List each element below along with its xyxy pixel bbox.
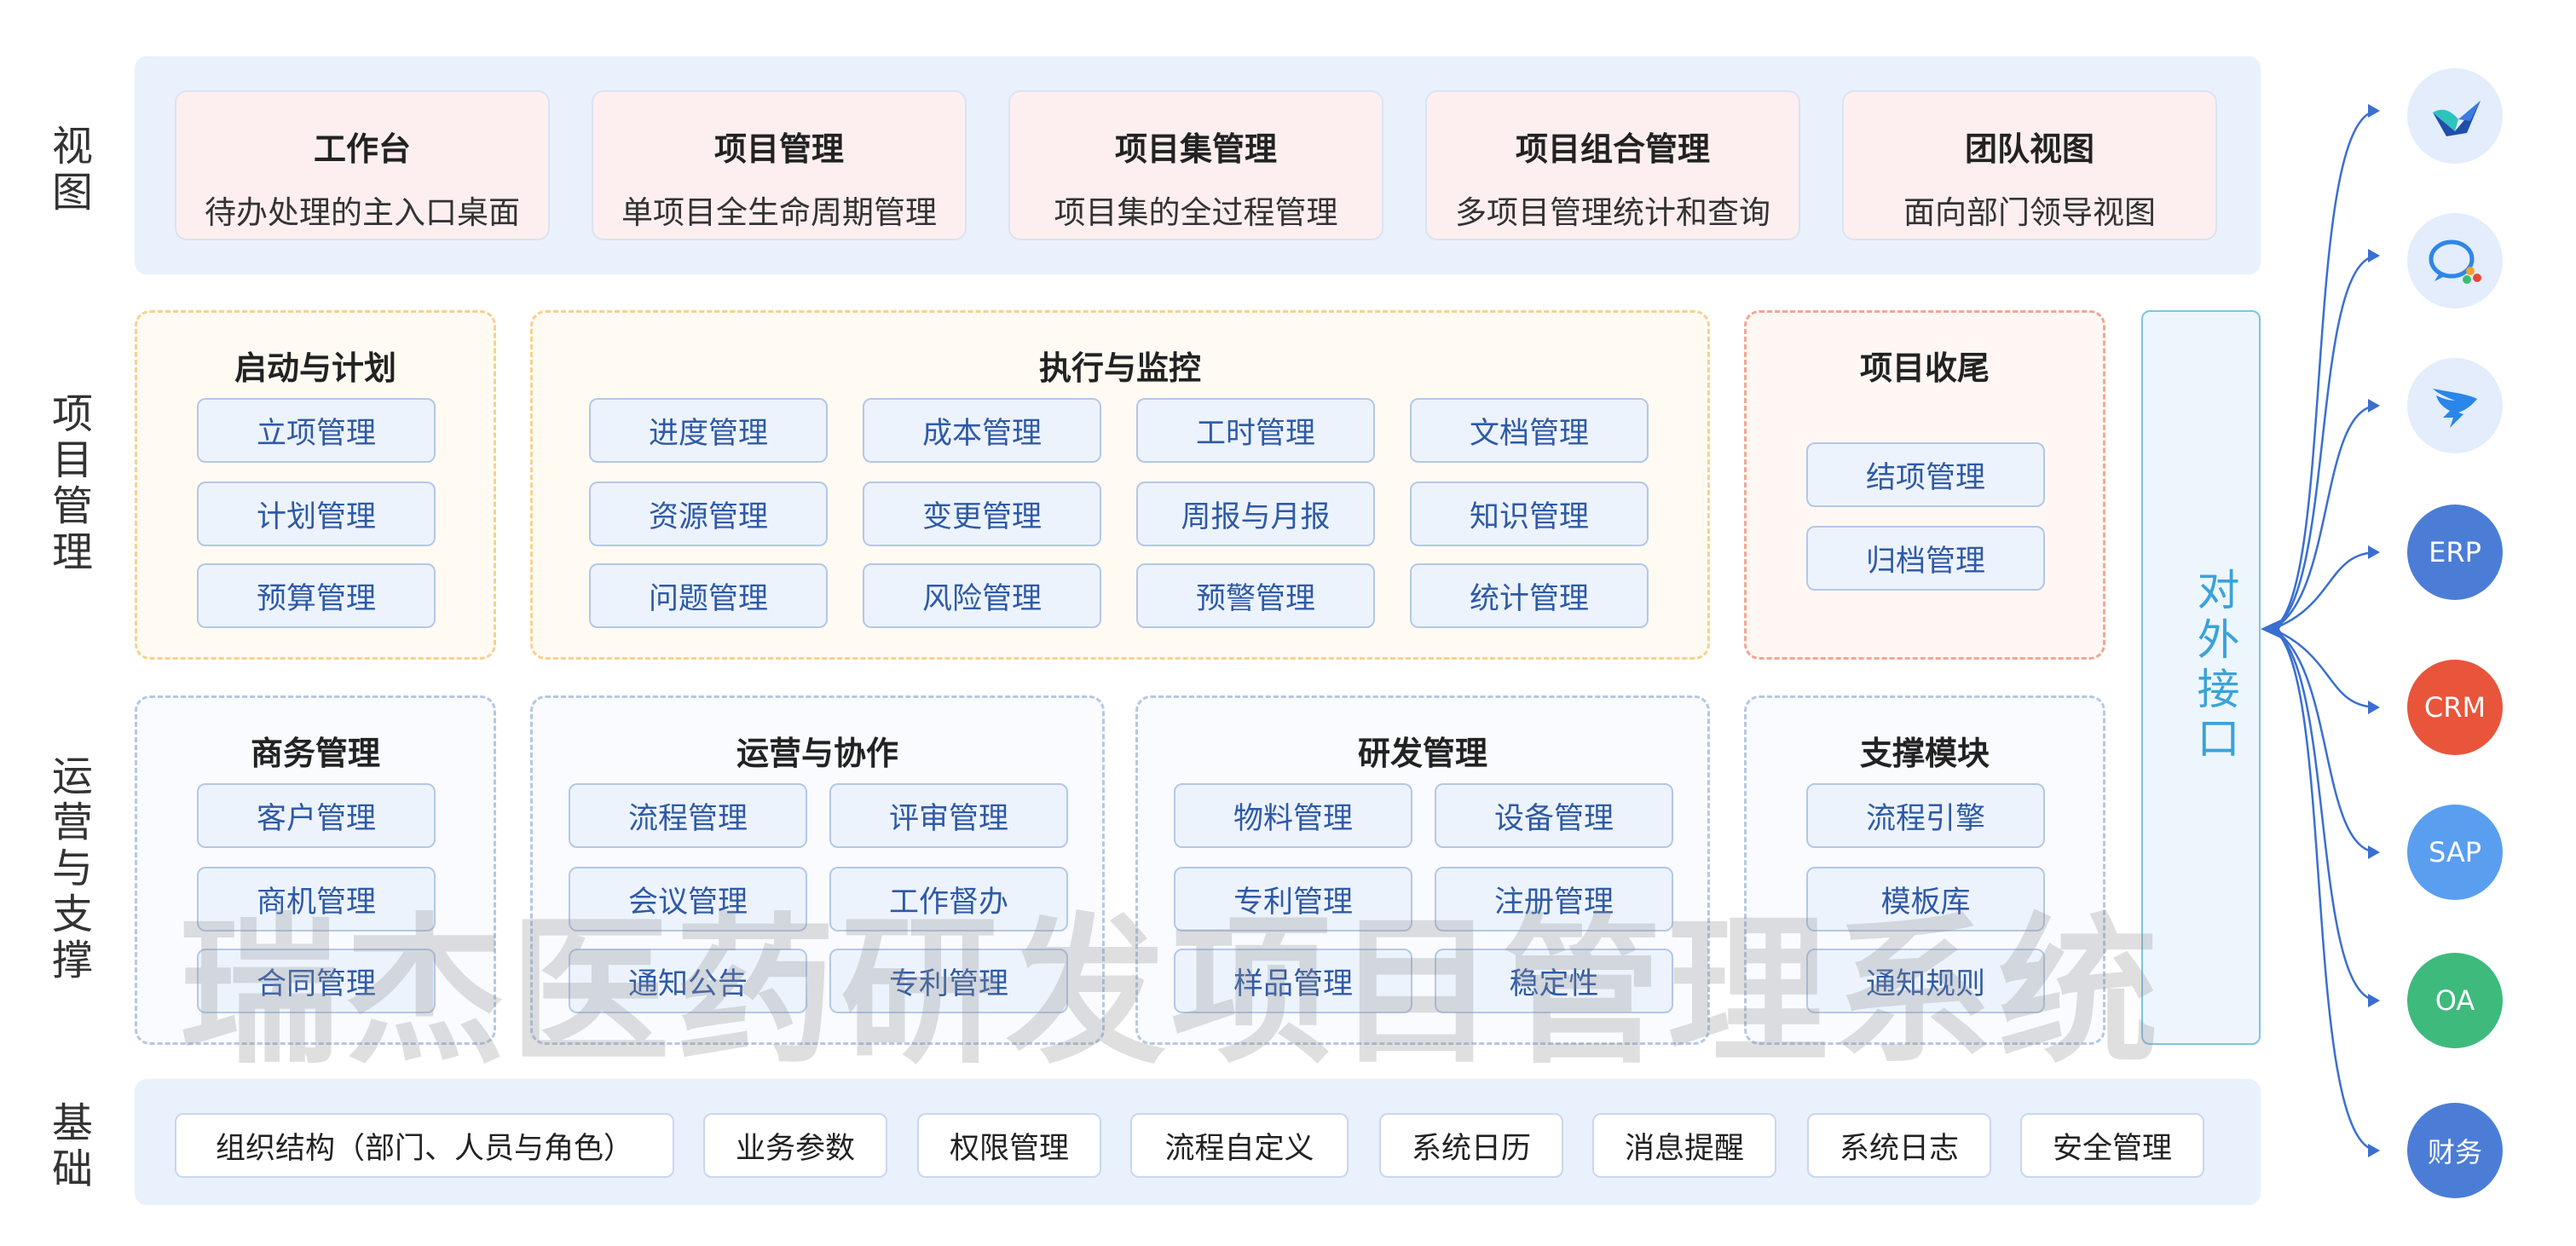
section-title: 运营与协作 [736, 735, 898, 772]
row-label-project: 项目管理 [44, 392, 92, 576]
section-execute-monitor: 执行与监控 进度管理 成本管理 工时管理 文档管理 资源管理 变更管理 周报与月… [530, 310, 1710, 660]
view-card-project[interactable]: 项目管理 单项目全生命周期管理 [592, 90, 967, 240]
base-item-permissions[interactable]: 权限管理 [917, 1113, 1101, 1178]
base-item-reminders[interactable]: 消息提醒 [1592, 1113, 1776, 1178]
module-item[interactable]: 计划管理 [197, 482, 436, 546]
wecom-glyph-icon [2429, 239, 2481, 284]
section-closing: 项目收尾 结项管理 归档管理 [1744, 310, 2105, 660]
view-card-title: 工作台 [313, 130, 411, 168]
sap-icon[interactable]: SAP [2407, 805, 2503, 900]
module-item[interactable]: 知识管理 [1410, 482, 1649, 546]
lark-glyph-icon [2433, 101, 2481, 136]
module-item[interactable]: 样品管理 [1174, 949, 1412, 1013]
view-card-portfolio[interactable]: 项目组合管理 多项目管理统计和查询 [1425, 90, 1800, 240]
module-item[interactable]: 周报与月报 [1136, 482, 1375, 546]
module-item[interactable]: 工作督办 [829, 867, 1068, 932]
module-item[interactable]: 注册管理 [1435, 867, 1673, 932]
module-item[interactable]: 预警管理 [1136, 563, 1375, 628]
finance-icon[interactable]: 财务 [2407, 1103, 2503, 1198]
view-card-desc: 单项目全生命周期管理 [621, 194, 937, 231]
section-operations-collab: 运营与协作 流程管理 评审管理 会议管理 工作督办 通知公告 专利管理 [530, 695, 1105, 1045]
module-item[interactable]: 商机管理 [197, 867, 436, 932]
base-item-workflow[interactable]: 流程自定义 [1130, 1113, 1349, 1178]
view-card-desc: 待办处理的主入口桌面 [205, 194, 520, 231]
wecom-icon[interactable] [2407, 213, 2503, 309]
view-card-title: 项目管理 [713, 130, 844, 168]
view-card-team[interactable]: 团队视图 面向部门领导视图 [1842, 90, 2217, 240]
module-item[interactable]: 风险管理 [863, 563, 1101, 628]
module-item[interactable]: 工时管理 [1136, 398, 1375, 463]
section-start-plan: 启动与计划 立项管理 计划管理 预算管理 [135, 310, 496, 660]
crm-icon[interactable]: CRM [2407, 660, 2503, 755]
section-title: 项目收尾 [1859, 349, 1990, 387]
section-rnd: 研发管理 物料管理 设备管理 专利管理 注册管理 样品管理 稳定性 [1135, 695, 1710, 1045]
dingtalk-icon[interactable] [2407, 358, 2503, 453]
row-label-view: 视图 [44, 124, 92, 216]
module-item[interactable]: 客户管理 [197, 783, 436, 848]
module-item[interactable]: 立项管理 [197, 398, 436, 463]
module-item[interactable]: 问题管理 [589, 563, 828, 628]
module-item[interactable]: 通知公告 [569, 949, 807, 1013]
view-card-title: 项目组合管理 [1515, 130, 1710, 168]
module-item[interactable]: 专利管理 [1174, 867, 1412, 932]
module-item[interactable]: 资源管理 [589, 482, 828, 546]
module-item[interactable]: 流程管理 [569, 783, 807, 848]
module-item[interactable]: 合同管理 [197, 949, 436, 1013]
module-item[interactable]: 通知规则 [1806, 949, 2045, 1013]
section-title: 商务管理 [250, 735, 380, 772]
module-item[interactable]: 设备管理 [1435, 783, 1673, 848]
section-support: 支撑模块 流程引擎 模板库 通知规则 [1744, 695, 2105, 1045]
module-item[interactable]: 结项管理 [1806, 442, 2045, 507]
dingtalk-glyph-icon [2433, 389, 2477, 428]
section-title: 启动与计划 [234, 349, 396, 387]
external-interface-label: 对外接口 [2190, 568, 2240, 765]
view-card-title: 团队视图 [1964, 130, 2094, 168]
module-item[interactable]: 进度管理 [589, 398, 828, 463]
external-interface-box[interactable]: 对外接口 [2141, 310, 2261, 1045]
row-label-ops: 运营与支撑 [44, 754, 92, 984]
module-item[interactable]: 文档管理 [1410, 398, 1649, 463]
erp-icon[interactable]: ERP [2407, 505, 2503, 600]
module-item[interactable]: 模板库 [1806, 867, 2045, 932]
view-card-workbench[interactable]: 工作台 待办处理的主入口桌面 [175, 90, 550, 240]
module-item[interactable]: 变更管理 [863, 482, 1101, 546]
view-card-desc: 面向部门领导视图 [1903, 194, 2156, 231]
base-item-params[interactable]: 业务参数 [703, 1113, 887, 1178]
module-item[interactable]: 物料管理 [1174, 783, 1412, 848]
base-item-calendar[interactable]: 系统日历 [1379, 1113, 1563, 1178]
lark-icon[interactable] [2407, 68, 2503, 164]
base-item-org[interactable]: 组织结构（部门、人员与角色） [175, 1113, 674, 1178]
module-item[interactable]: 归档管理 [1806, 526, 2045, 591]
section-business: 商务管理 客户管理 商机管理 合同管理 [135, 695, 496, 1045]
module-item[interactable]: 评审管理 [829, 783, 1068, 848]
module-item[interactable]: 统计管理 [1410, 563, 1649, 628]
oa-icon[interactable]: OA [2407, 953, 2503, 1048]
module-item[interactable]: 流程引擎 [1806, 783, 2045, 848]
section-title: 研发管理 [1357, 735, 1487, 772]
view-card-desc: 项目集的全过程管理 [1054, 194, 1338, 231]
view-card-desc: 多项目管理统计和查询 [1455, 194, 1770, 231]
module-item[interactable]: 会议管理 [569, 867, 807, 932]
base-item-logs[interactable]: 系统日志 [1807, 1113, 1991, 1178]
module-item[interactable]: 专利管理 [829, 949, 1068, 1013]
base-item-security[interactable]: 安全管理 [2020, 1113, 2204, 1178]
module-item[interactable]: 预算管理 [197, 563, 436, 628]
section-title: 执行与监控 [1038, 349, 1201, 387]
section-title: 支撑模块 [1859, 735, 1990, 772]
module-item[interactable]: 成本管理 [863, 398, 1101, 463]
view-card-program[interactable]: 项目集管理 项目集的全过程管理 [1008, 90, 1383, 240]
row-label-base: 基础 [44, 1101, 92, 1193]
module-item[interactable]: 稳定性 [1435, 949, 1673, 1013]
view-card-title: 项目集管理 [1114, 130, 1277, 168]
